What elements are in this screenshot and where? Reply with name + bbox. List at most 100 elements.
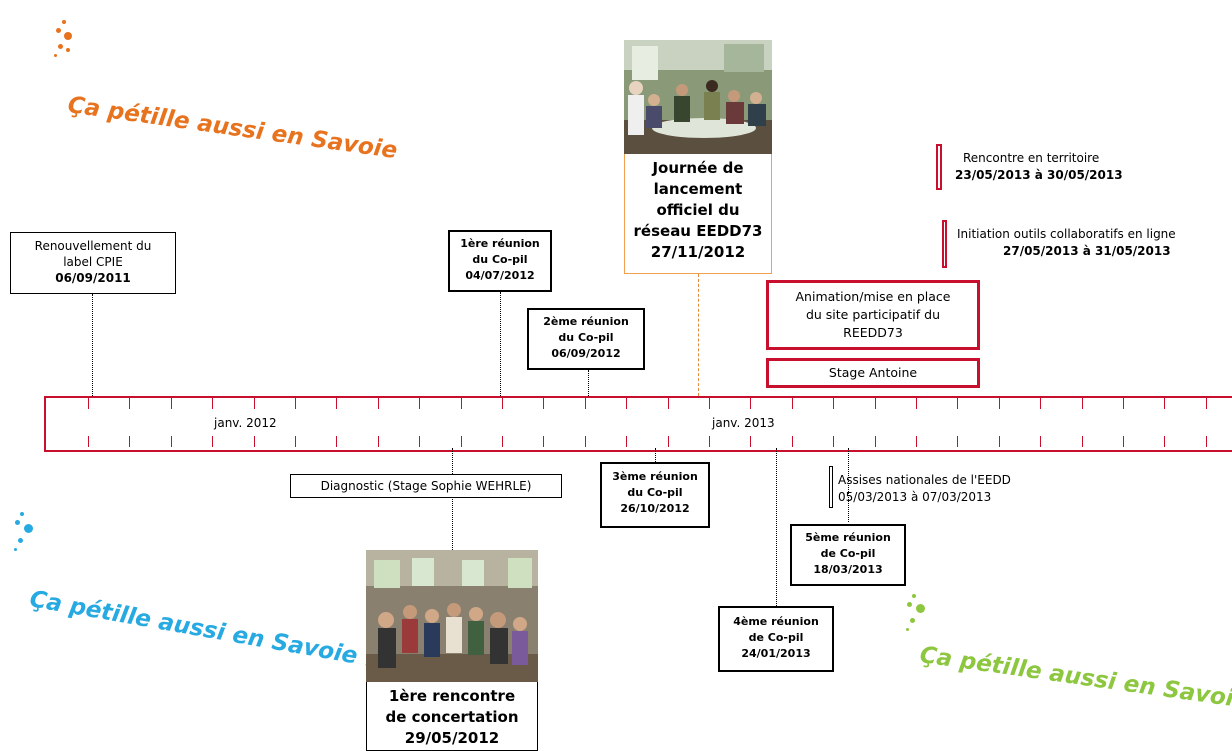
timeline-tick-top <box>1123 398 1124 409</box>
timeline-tick-bottom <box>543 436 544 447</box>
timeline-tick-top <box>336 398 337 409</box>
timeline-tick-top <box>461 398 462 409</box>
event-diagnostic-label: Diagnostic (Stage Sophie WEHRLE) <box>320 479 532 493</box>
timeline-tick-bottom <box>585 436 586 447</box>
timeline-label-2012: janv. 2012 <box>214 416 277 430</box>
connector-copil5 <box>848 448 849 522</box>
timeline-tick-top <box>750 398 751 409</box>
timeline-tick-top <box>916 398 917 409</box>
event-concertation: 1ère rencontre de concertation 29/05/201… <box>366 682 538 751</box>
event-lancement: Journée de lancement officiel du réseau … <box>624 154 772 274</box>
timeline-tick-top <box>419 398 420 409</box>
timeline-tick-bottom <box>1206 436 1207 447</box>
event-copil4-date: 24/01/2013 <box>741 647 811 660</box>
marker-assises <box>829 466 833 508</box>
event-assises: Assises nationales de l'EEDD 05/03/2013 … <box>838 472 1011 506</box>
timeline-tick-bottom <box>378 436 379 447</box>
event-rencontre-line2: 23/05/2013 à 30/05/2013 <box>955 168 1123 182</box>
timeline-tick-bottom <box>419 436 420 447</box>
timeline-tick-bottom <box>668 436 669 447</box>
timeline-tick-top <box>833 398 834 409</box>
timeline-tick-top <box>626 398 627 409</box>
connector-copil2 <box>588 370 589 396</box>
event-animation-line1: Animation/mise en place <box>795 289 951 304</box>
timeline-tick-bottom <box>212 436 213 447</box>
timeline-tick-bottom <box>833 436 834 447</box>
event-copil5-line2: de Co-pil <box>820 547 876 560</box>
timeline-tick-top <box>875 398 876 409</box>
event-lancement-date: 27/11/2012 <box>650 243 746 261</box>
event-cpie: Renouvellement du label CPIE 06/09/2011 <box>10 232 176 294</box>
timeline-tick-top <box>792 398 793 409</box>
event-copil4: 4ème réunion de Co-pil 24/01/2013 <box>718 606 834 672</box>
timeline-tick-bottom <box>88 436 89 447</box>
event-lancement-line1: Journée de <box>652 159 744 177</box>
timeline-tick-bottom <box>254 436 255 447</box>
timeline-tick-top <box>129 398 130 409</box>
event-copil3: 3ème réunion du Co-pil 26/10/2012 <box>600 462 710 528</box>
event-copil3-date: 26/10/2012 <box>620 502 690 515</box>
timeline-tick-bottom <box>1123 436 1124 447</box>
event-lancement-line3: officiel du <box>656 201 740 219</box>
connector-diagnostic <box>452 448 453 550</box>
timeline-tick-top <box>709 398 710 409</box>
timeline-tick-bottom <box>792 436 793 447</box>
event-animation: Animation/mise en place du site particip… <box>766 280 980 350</box>
timeline-tick-bottom <box>999 436 1000 447</box>
timeline-tick-top <box>1206 398 1207 409</box>
event-copil5-date: 18/03/2013 <box>813 563 883 576</box>
connector-copil1 <box>500 292 501 396</box>
slogan-right-dots-icon <box>904 594 934 644</box>
event-copil1: 1ère réunion du Co-pil 04/07/2012 <box>448 230 552 292</box>
connector-copil3 <box>655 448 656 464</box>
timeline-tick-bottom <box>875 436 876 447</box>
event-lancement-line2: lancement <box>653 180 743 198</box>
connector-cpie <box>92 294 93 396</box>
timeline-tick-bottom <box>957 436 958 447</box>
slogan-left: Ça pétille aussi en Savoie ! <box>27 586 378 673</box>
timeline-tick-top <box>1040 398 1041 409</box>
event-animation-line3: REEDD73 <box>843 325 903 340</box>
timeline-tick-bottom <box>1164 436 1165 447</box>
timeline-tick-bottom <box>626 436 627 447</box>
timeline-tick-top <box>543 398 544 409</box>
event-assises-line2: 05/03/2013 à 07/03/2013 <box>838 490 992 504</box>
event-cpie-line2: label CPIE <box>63 255 123 269</box>
event-copil3-line1: 3ème réunion <box>612 470 698 483</box>
event-copil2-date: 06/09/2012 <box>551 347 621 360</box>
photo-lancement <box>624 40 772 154</box>
timeline-tick-top <box>171 398 172 409</box>
event-stage-antoine: Stage Antoine <box>766 358 980 388</box>
connector-lancement <box>698 274 699 396</box>
event-concertation-line1: 1ère rencontre <box>388 687 516 705</box>
timeline-tick-bottom <box>461 436 462 447</box>
event-assises-line1: Assises nationales de l'EEDD <box>838 473 1011 487</box>
timeline-tick-top <box>957 398 958 409</box>
timeline-tick-top <box>1082 398 1083 409</box>
event-animation-line2: du site participatif du <box>805 307 941 322</box>
event-copil2-line2: du Co-pil <box>558 331 614 344</box>
connector-copil4 <box>776 448 777 606</box>
event-copil5: 5ème réunion de Co-pil 18/03/2013 <box>790 524 906 586</box>
timeline-tick-top <box>212 398 213 409</box>
event-cpie-line1: Renouvellement du <box>34 239 152 253</box>
timeline-tick-top <box>88 398 89 409</box>
event-cpie-date: 06/09/2011 <box>55 271 131 285</box>
event-lancement-line4: réseau EEDD73 <box>633 222 763 240</box>
event-rencontre: Rencontre en territoire 23/05/2013 à 30/… <box>955 150 1123 184</box>
event-copil3-line2: du Co-pil <box>627 486 683 499</box>
timeline-tick-bottom <box>502 436 503 447</box>
timeline-tick-bottom <box>750 436 751 447</box>
timeline-tick-bottom <box>1082 436 1083 447</box>
slogan-top: Ça pétille aussi en Savoie <box>66 92 399 165</box>
timeline-tick-top <box>502 398 503 409</box>
event-concertation-line2: de concertation <box>385 708 519 726</box>
event-initiation-line2: 27/05/2013 à 31/05/2013 <box>1003 244 1171 258</box>
timeline-tick-bottom <box>1040 436 1041 447</box>
timeline-tick-top <box>585 398 586 409</box>
event-copil1-line2: du Co-pil <box>472 253 528 266</box>
event-concertation-date: 29/05/2012 <box>404 729 500 747</box>
timeline-tick-top <box>1164 398 1165 409</box>
event-copil1-line1: 1ère réunion <box>460 237 540 250</box>
timeline-tick-bottom <box>171 436 172 447</box>
